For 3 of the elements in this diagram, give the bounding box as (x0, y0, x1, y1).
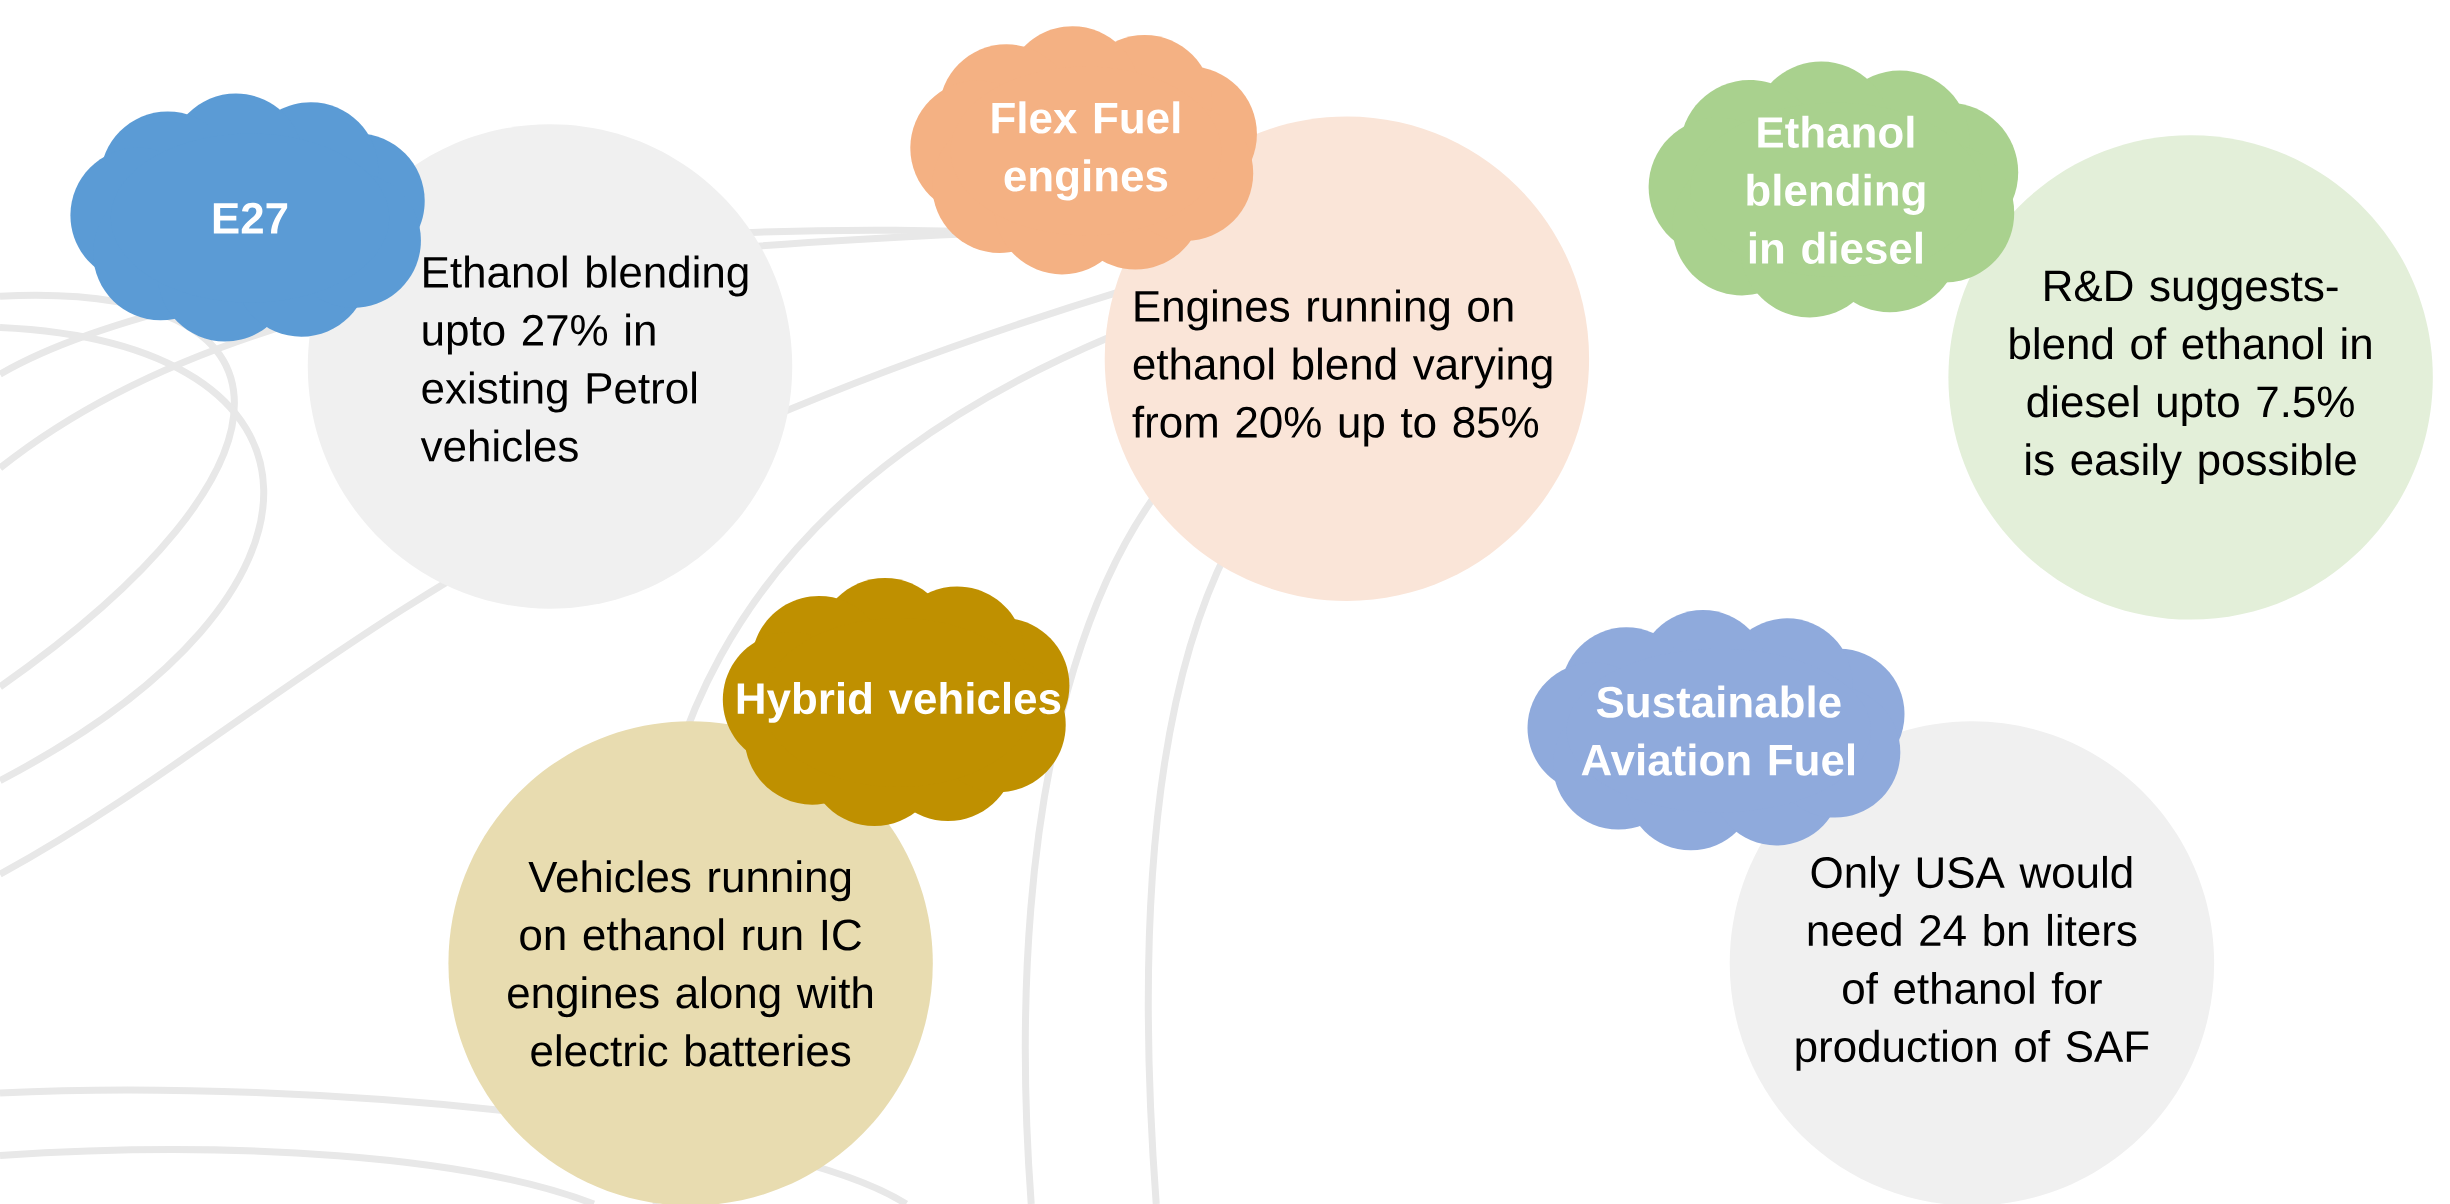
circle-bubble: R&D suggests- blend of ethanol in diesel upto 7.5% is easily possible (1948, 135, 2433, 620)
circle-bubble: Ethanol blending upto 27% in existing Petrol vehicles (307, 124, 793, 609)
node-label: in diesel (1749, 231, 1922, 265)
